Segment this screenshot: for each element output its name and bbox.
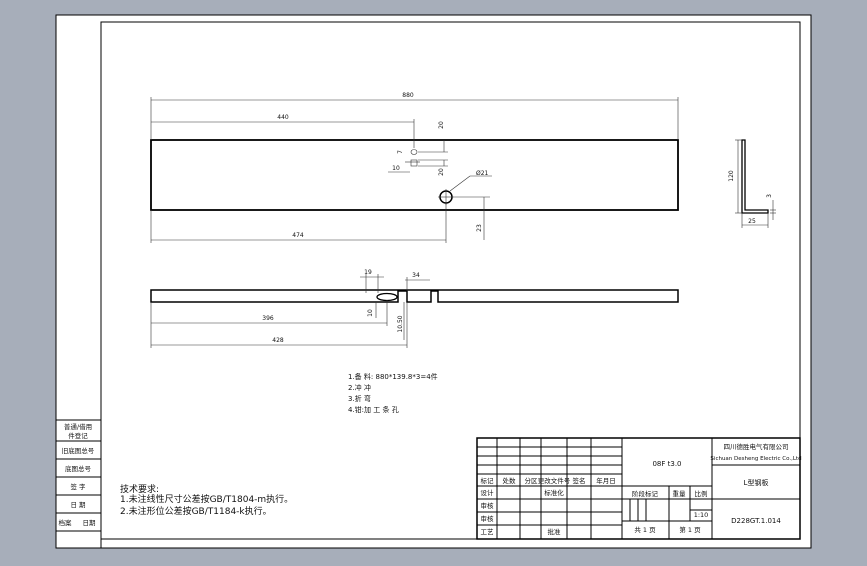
- dim-23: 23: [476, 224, 483, 232]
- inner-border: [100, 21, 801, 540]
- process-note: 2.冲 冲: [348, 383, 371, 392]
- dim-3: 3: [766, 194, 773, 198]
- label-sign: 签名: [573, 476, 586, 485]
- dim-10-top: 10: [367, 309, 374, 317]
- side-r4: 底图总号: [65, 464, 92, 473]
- tech-line-1: 1.未注线性尺寸公差按GB/T1804-m执行。: [120, 493, 293, 505]
- side-block: 普通/借用 件登记 旧底图总号 底图总号 签 字 日 期 档案 日期: [55, 419, 102, 549]
- label-approve: 批准: [548, 527, 562, 536]
- label-weight: 重量: [673, 490, 687, 498]
- material: 08F t3.0: [652, 460, 681, 468]
- side-r3: 旧底图总号: [62, 446, 95, 455]
- side-r7a: 档案: [59, 518, 73, 527]
- company-name-cn: 四川德胜电气有限公司: [724, 442, 789, 451]
- paper-sheet: [55, 14, 812, 549]
- dim-25: 25: [748, 218, 756, 225]
- sheets-total: 共 1 页: [634, 525, 656, 534]
- tech-requirements: 技术要求: 1.未注线性尺寸公差按GB/T1804-m执行。 2.未注形位公差按…: [120, 483, 293, 517]
- dim-440: 440: [277, 114, 289, 121]
- tech-title: 技术要求:: [120, 483, 159, 495]
- dim-120: 120: [728, 170, 735, 182]
- dim-428: 428: [272, 337, 284, 344]
- side-r6: 日 期: [70, 501, 86, 509]
- label-process: 工艺: [481, 528, 495, 536]
- part-name: L型钢板: [744, 478, 769, 487]
- dim-10-50: 10.50: [397, 315, 404, 332]
- front-view-outline: [150, 139, 679, 211]
- top-view: 19 34 396 428 10 10.50: [150, 269, 679, 348]
- dim-880: 880: [402, 92, 414, 99]
- dim-34: 34: [412, 272, 420, 279]
- side-r2: 件登记: [68, 431, 88, 440]
- front-view: 880 440 20 20 7 10 Ø21 474 23: [150, 92, 679, 243]
- top-view-outline: [150, 289, 679, 303]
- label-count: 处数: [503, 476, 517, 485]
- label-mark: 标记: [481, 476, 495, 485]
- dim-20-upper: 20: [438, 121, 445, 129]
- process-note: 4.钳:加 工 条 孔: [348, 405, 399, 414]
- dim-20-lower: 20: [438, 168, 445, 176]
- title-block: 标记 处数 分区 更改文件号 签名 年月日 设计 标准化 审核 审核 工艺 批准…: [476, 437, 802, 540]
- side-r7b: 日期: [83, 519, 97, 527]
- sheet-no: 第 1 页: [679, 525, 701, 534]
- label-check: 审核: [481, 501, 495, 510]
- dim-396: 396: [262, 315, 274, 322]
- drawing-number: D228GT.1.014: [731, 517, 781, 525]
- side-r1: 普通/借用: [64, 422, 92, 431]
- dim-10: 10: [392, 165, 400, 172]
- process-note: 3.折 弯: [348, 394, 371, 403]
- tech-line-2: 2.未注形位公差按GB/T1184-k执行。: [120, 505, 272, 517]
- dim-d21: Ø21: [476, 170, 489, 177]
- scale-value: 1:10: [694, 511, 709, 519]
- dim-474: 474: [292, 232, 304, 239]
- label-zone: 分区: [525, 476, 539, 485]
- label-review: 审核: [481, 514, 495, 523]
- dim-7: 7: [397, 150, 404, 154]
- label-standardize: 标准化: [544, 488, 564, 497]
- leader-d21: [449, 175, 471, 192]
- company-name-en: Sichuan Desheng Electric Co.,Ltd: [710, 456, 801, 462]
- label-change-doc: 更改文件号: [538, 476, 571, 485]
- slot-hole: [410, 149, 418, 155]
- title-block-frame: [476, 437, 801, 540]
- process-note: 1.备 料: 880*139.8*3=4件: [348, 372, 438, 381]
- process-notes: 1.备 料: 880*139.8*3=4件 2.冲 冲 3.折 弯 4.钳:加 …: [348, 372, 438, 414]
- slot-notch: [410, 159, 418, 167]
- label-stage: 阶段标记: [632, 489, 659, 498]
- side-r5: 签 字: [70, 482, 86, 491]
- label-design: 设计: [481, 488, 495, 497]
- label-scale: 比例: [695, 489, 708, 498]
- label-date: 年月日: [596, 476, 616, 485]
- dim-19: 19: [364, 269, 372, 276]
- side-view: 120 3 25: [728, 139, 776, 228]
- side-block-frame: [55, 419, 102, 549]
